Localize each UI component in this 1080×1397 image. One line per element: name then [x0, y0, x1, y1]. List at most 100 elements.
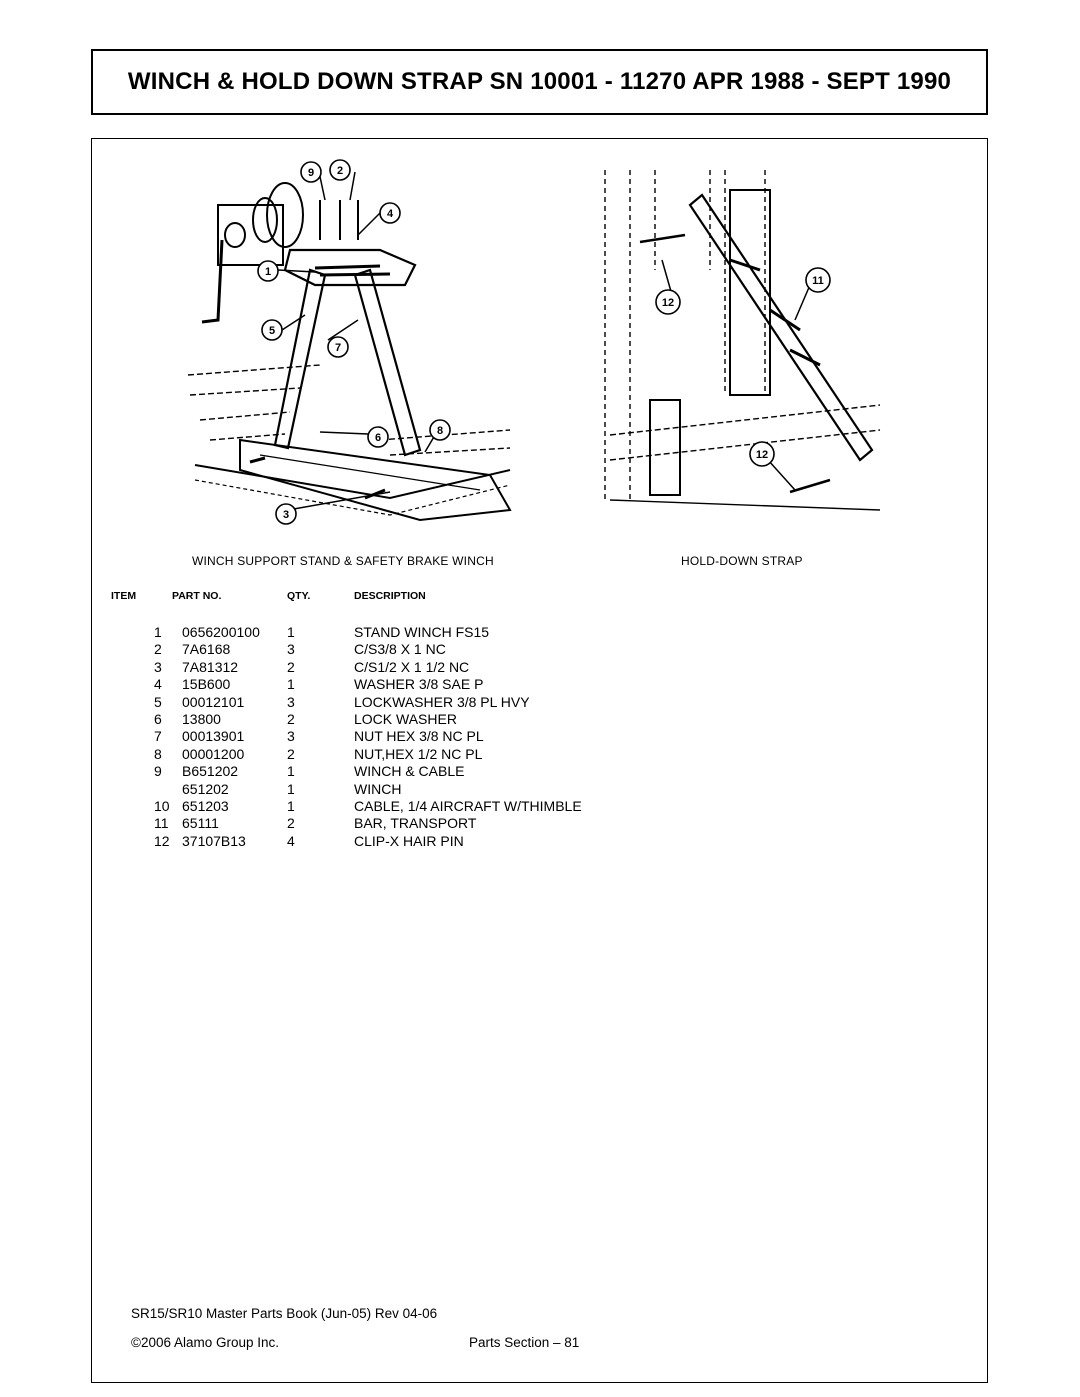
footer-copyright: ©2006 Alamo Group Inc. [131, 1335, 280, 1350]
callout-5: 5 [261, 319, 283, 341]
hold-down-strap-caption: HOLD-DOWN STRAP [681, 554, 803, 568]
svg-text:4: 4 [387, 208, 394, 220]
winch-stand-callouts: 9 2 4 1 5 7 6 8 3 [257, 159, 451, 525]
item-number: 8 [154, 745, 162, 762]
header-part-no: PART NO. [172, 590, 222, 602]
table-row: 4 15B600 1 WASHER 3/8 SAE P [0, 676, 1080, 693]
quantity: 1 [287, 676, 295, 693]
quantity: 1 [287, 763, 295, 780]
quantity: 1 [287, 780, 295, 797]
quantity: 1 [287, 798, 295, 814]
part-number: 00001200 [182, 745, 245, 762]
part-number: B651202 [182, 763, 239, 780]
callout-2: 2 [329, 159, 351, 181]
footer-page-number: Parts Section – 81 [469, 1335, 580, 1350]
header-item: ITEM [111, 590, 137, 602]
hold-down-strap-diagram: 11 12 12 [604, 170, 881, 511]
item-number: 4 [154, 676, 162, 693]
quantity: 1 [287, 624, 295, 640]
description: BAR, TRANSPORT [354, 815, 477, 832]
svg-text:2: 2 [337, 165, 343, 177]
quantity: 3 [287, 641, 295, 658]
quantity: 2 [287, 711, 295, 727]
hold-down-strap-callouts: 11 12 12 [655, 267, 831, 467]
part-number: 7A6168 [182, 641, 231, 658]
description: CLIP-X HAIR PIN [354, 832, 464, 849]
svg-text:9: 9 [308, 167, 314, 179]
quantity: 2 [287, 745, 295, 762]
part-number: 00012101 [182, 693, 245, 710]
part-number: 651202 [182, 780, 229, 797]
svg-text:7: 7 [335, 342, 341, 354]
item-number: 1 [154, 624, 162, 640]
part-number: 37107B13 [182, 832, 246, 849]
hold-down-strap-leader-lines [661, 259, 811, 491]
table-row: 3 7A81312 2 C/S1/2 X 1 1/2 NC [0, 659, 1080, 676]
item-number: 12 [154, 832, 170, 849]
svg-text:11: 11 [812, 275, 824, 287]
header-qty: QTY. [287, 590, 311, 602]
item-number: 11 [154, 815, 169, 832]
part-number: 7A81312 [182, 658, 239, 675]
description: NUT HEX 3/8 NC PL [354, 728, 484, 745]
table-row: 8 00001200 2 NUT,HEX 1/2 NC PL [0, 746, 1080, 763]
description: WINCH [354, 780, 402, 797]
description: WINCH & CABLE [354, 763, 465, 780]
part-number: 65111 [182, 815, 219, 832]
winch-stand-caption: WINCH SUPPORT STAND & SAFETY BRAKE WINCH [192, 554, 494, 568]
svg-text:1: 1 [265, 266, 271, 278]
footer-book-title: SR15/SR10 Master Parts Book (Jun-05) Rev… [131, 1306, 438, 1321]
table-row: 12 37107B13 4 CLIP-X HAIR PIN [0, 833, 1080, 850]
description: C/S1/2 X 1 1/2 NC [354, 658, 470, 675]
description: WASHER 3/8 SAE P [354, 676, 484, 693]
callout-3: 3 [275, 503, 297, 525]
part-number: 0656200100 [182, 624, 260, 640]
table-row: 7 00013901 3 NUT HEX 3/8 NC PL [0, 728, 1080, 745]
quantity: 3 [287, 728, 295, 745]
title-box: WINCH & HOLD DOWN STRAP SN 10001 - 11270… [91, 49, 988, 115]
winch-stand-diagram: 9 2 4 1 5 7 6 8 3 [187, 159, 512, 525]
item-number: 5 [154, 693, 162, 710]
content-frame [91, 138, 988, 1383]
item-number: 6 [154, 711, 162, 727]
callout-6: 6 [367, 426, 389, 448]
callout-8: 8 [429, 419, 451, 441]
item-number: 2 [154, 641, 162, 658]
header-description: DESCRIPTION [354, 590, 426, 602]
svg-text:8: 8 [437, 425, 443, 437]
description: NUT,HEX 1/2 NC PL [354, 745, 483, 762]
table-row: 9 B651202 1 WINCH & CABLE [0, 763, 1080, 780]
svg-text:5: 5 [269, 325, 275, 337]
page-title: WINCH & HOLD DOWN STRAP SN 10001 - 11270… [127, 68, 952, 95]
callout-12-upper: 12 [655, 289, 681, 315]
description: LOCKWASHER 3/8 PL HVY [354, 693, 530, 710]
description: CABLE, 1/4 AIRCRAFT W/THIMBLE [354, 798, 582, 814]
callout-11: 11 [805, 267, 831, 293]
quantity: 2 [287, 658, 295, 675]
callout-1: 1 [257, 260, 279, 282]
callout-7: 7 [327, 336, 349, 358]
quantity: 4 [287, 832, 295, 849]
part-number: 15B600 [182, 676, 231, 693]
item-number: 10 [154, 798, 170, 814]
table-row: 10 651203 1 CABLE, 1/4 AIRCRAFT W/THIMBL… [0, 798, 1080, 815]
item-number: 9 [154, 763, 162, 780]
description: STAND WINCH FS15 [354, 624, 490, 640]
svg-text:12: 12 [662, 297, 674, 309]
description: C/S3/8 X 1 NC [354, 641, 446, 658]
table-row: 5 00012101 3 LOCKWASHER 3/8 PL HVY [0, 694, 1080, 711]
svg-text:6: 6 [375, 432, 381, 444]
quantity: 2 [287, 815, 295, 832]
description: LOCK WASHER [354, 711, 457, 727]
table-row: 6 13800 2 LOCK WASHER [0, 711, 1080, 728]
winch-stand-lines [187, 182, 512, 522]
svg-text:3: 3 [283, 509, 289, 521]
callout-4: 4 [379, 202, 401, 224]
part-number: 00013901 [182, 728, 245, 745]
part-number: 13800 [182, 711, 221, 727]
item-number: 3 [154, 658, 162, 675]
part-number: 651203 [182, 798, 229, 814]
quantity: 3 [287, 693, 295, 710]
table-row: 651202 1 WINCH [0, 781, 1080, 798]
callout-9: 9 [300, 161, 322, 183]
